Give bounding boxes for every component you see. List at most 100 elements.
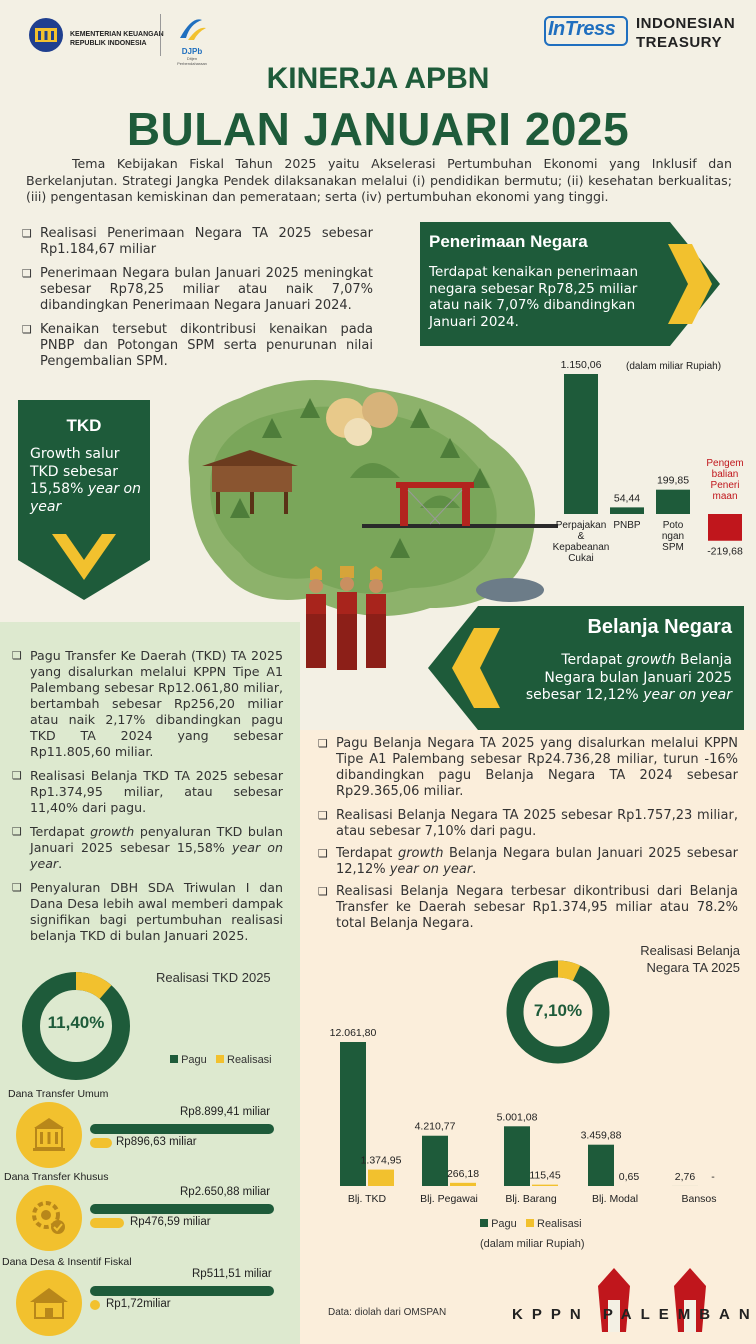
legend-realisasi-swatch	[215, 1055, 224, 1063]
djpb-label: DJPb	[181, 47, 203, 56]
sumsel-map-illustration	[150, 358, 560, 638]
tkd-item-1-pagu-bar	[90, 1124, 274, 1134]
penerimaan-banner: Penerimaan Negara Terdapat kenaikan pene…	[420, 222, 720, 346]
penerimaan-category-label-4: Pengem	[706, 458, 743, 469]
tkd-donut-title: Realisasi TKD 2025	[156, 970, 271, 985]
belanja-banner-text: Terdapat growth Belanja Negara bulan Jan…	[482, 652, 732, 705]
belanja-bullet-2: Realisasi Belanja Negara TA 2025 sebesar…	[318, 808, 738, 840]
belanja-bar-pagu-2	[422, 1135, 448, 1186]
tkd-item-3-name: Dana Desa & Insentif Fiskal	[2, 1256, 132, 1268]
belanja-value-label-realisasi-3: 115,45	[529, 1170, 560, 1182]
penerimaan-category-label-4: Peneri	[711, 480, 740, 491]
penerimaan-bar-chart: 1.150,06Perpajakan&KepabeananCukai54,44P…	[553, 359, 744, 564]
djpb-sublabel: Ditjen Perbendaharaan	[177, 56, 207, 66]
penerimaan-chart-unit: (dalam miliar Rupiah)	[626, 361, 722, 372]
penerimaan-category-label-4: maan	[712, 491, 737, 502]
djpb-logo: DJPb Ditjen Perbendaharaan	[172, 14, 212, 66]
penerimaan-category-label-1: Kepabeanan	[553, 542, 610, 553]
legend-pagu-label: Pagu	[181, 1054, 207, 1066]
belanja-bar-pagu-1	[340, 1042, 366, 1186]
belanja-donut-title-line2: Negara TA 2025	[646, 960, 740, 975]
tkd-donut-legend: Pagu Realisasi	[170, 1054, 272, 1066]
belanja-value-label-realisasi-4: 0,65	[619, 1171, 640, 1183]
tkd-bullet-4: Penyaluran DBH SDA Triwulan I dan Dana D…	[12, 880, 283, 944]
legend-realisasi-label: Realisasi	[227, 1054, 272, 1066]
belanja-category-label-2: Blj. Pegawai	[420, 1193, 478, 1205]
tkd-donut-value: 11,40%	[47, 1013, 105, 1032]
tkd-item-2-name: Dana Transfer Khusus	[4, 1171, 109, 1183]
belanja-banner-title: Belanja Negara	[587, 616, 732, 638]
penerimaan-bullet-2: Penerimaan Negara bulan Januari 2025 men…	[22, 266, 373, 314]
belanja-bar-realisasi-3	[532, 1184, 558, 1186]
tkd-item-1-realisasi-bar	[90, 1138, 112, 1148]
tkd-item-1-realisasi: Rp896,63 miliar	[116, 1136, 197, 1148]
penerimaan-bullet-1: Realisasi Penerimaan Negara TA 2025 sebe…	[22, 226, 373, 258]
brand-line2: TREASURY	[636, 34, 722, 51]
kppn-logo: KPPN PALEMBANG	[508, 1266, 756, 1336]
tkd-item-3-realisasi: Rp1,72miliar	[106, 1298, 171, 1310]
penerimaan-category-label-1: Perpajakan	[556, 520, 607, 531]
belanja-bullet-3: Terdapat growth Belanja Negara bulan Jan…	[318, 846, 738, 878]
penerimaan-banner-title: Penerimaan Negara	[429, 232, 588, 251]
tkd-banner-line2: TKD sebesar	[30, 463, 118, 480]
penerimaan-category-label-1: Cukai	[568, 553, 594, 564]
tkd-banner-line3: 15,58%	[30, 481, 84, 497]
ministry-logo	[26, 16, 66, 54]
penerimaan-bar-1	[564, 374, 598, 514]
tkd-banner-text: Growth salur TKD sebesar 15,58% year on …	[30, 446, 148, 516]
penerimaan-category-label-3: Poto	[663, 520, 684, 531]
tkd-item-1-name: Dana Transfer Umum	[8, 1088, 109, 1100]
penerimaan-bullet-3: Kenaikan tersebut dikontribusi kenaikan …	[22, 322, 373, 370]
brand-name: INDONESIAN TREASURY	[636, 14, 735, 52]
penerimaan-category-label-3: ngan	[662, 531, 684, 542]
penerimaan-value-label-2: 54,44	[614, 492, 640, 504]
intro-text: Tema Kebijakan Fiskal Tahun 2025 yaitu A…	[26, 156, 732, 204]
belanja-category-label-5: Bansos	[681, 1193, 716, 1205]
penerimaan-category-label-1: &	[578, 531, 585, 542]
tkd-item-3-pagu: Rp511,51 miliar	[192, 1268, 272, 1280]
belanja-bar-pagu-4	[588, 1144, 614, 1186]
penerimaan-value-label-1: 1.150,06	[561, 359, 602, 371]
ministry-name: KEMENTERIAN KEUANGAN REPUBLIK INDONESIA	[70, 30, 164, 48]
belanja-bullet-4: Realisasi Belanja Negara terbesar dikont…	[318, 884, 738, 932]
tkd-item-2-realisasi: Rp476,59 miliar	[130, 1216, 211, 1228]
belanja-banner: Belanja Negara Terdapat growth Belanja N…	[428, 606, 744, 730]
belanja-value-label-pagu-2: 4.210,77	[415, 1121, 456, 1133]
intress-text: InTress	[548, 18, 616, 40]
intress-wordmark	[544, 16, 628, 46]
belanja-banner-growth: growth	[626, 652, 676, 668]
belanja-value-label-realisasi-1: 1.374,95	[361, 1155, 402, 1167]
legend-pagu-swatch	[170, 1055, 178, 1063]
kppn-wordmark: KPPN PALEMBANG	[512, 1306, 756, 1323]
belanja-category-label-1: Blj. TKD	[348, 1193, 387, 1205]
tkd-item-3-realisasi-bar	[90, 1300, 100, 1310]
belanja-bar-realisasi-1	[368, 1169, 394, 1186]
belanja-chart-unit: (dalam miliar Rupiah)	[480, 1238, 585, 1250]
penerimaan-bar-3	[656, 489, 690, 514]
belanja-value-label-realisasi-2: 266,18	[447, 1168, 479, 1180]
belanja-value-label-pagu-4: 3.459,88	[581, 1130, 622, 1142]
belanja-banner-line3a: sebesar 12,12%	[525, 687, 644, 703]
belanja-value-label-pagu-1: 12.061,80	[330, 1027, 377, 1039]
belanja-legend-realisasi: Realisasi	[537, 1218, 582, 1230]
tkd-banner-title: TKD	[66, 416, 102, 435]
belanja-value-label-pagu-3: 5.001,08	[497, 1111, 538, 1123]
belanja-legend-pagu: Pagu	[491, 1218, 517, 1230]
belanja-bullet-1: Pagu Belanja Negara TA 2025 yang disalur…	[318, 736, 738, 800]
ministry-line2: REPUBLIK INDONESIA	[70, 40, 147, 47]
tkd-item-3-pagu-bar	[90, 1286, 274, 1296]
penerimaan-banner-text: Terdapat kenaikan penerimaan negara sebe…	[429, 264, 639, 330]
gov-building-icon	[16, 1102, 82, 1168]
belanja-banner-line1a: Terdapat	[561, 652, 627, 668]
tkd-item-2-realisasi-bar	[90, 1218, 124, 1228]
title-line1: KINERJA APBN	[266, 62, 490, 95]
tkd-bullet-3: Terdapat growth penyaluran TKD bulan Jan…	[12, 824, 283, 872]
belanja-legend-pagu-swatch	[480, 1219, 488, 1227]
belanja-category-label-3: Blj. Barang	[505, 1193, 557, 1205]
belanja-legend-realisasi-swatch	[525, 1219, 534, 1227]
tkd-banner-line1: Growth salur	[30, 446, 120, 462]
tkd-item-2-pagu: Rp2.650,88 miliar	[180, 1186, 271, 1198]
belanja-bar-realisasi-2	[450, 1182, 476, 1186]
tkd-bullet-2: Realisasi Belanja TKD TA 2025 sebesar Rp…	[12, 768, 283, 816]
belanja-banner-line1c: Belanja	[675, 652, 732, 668]
